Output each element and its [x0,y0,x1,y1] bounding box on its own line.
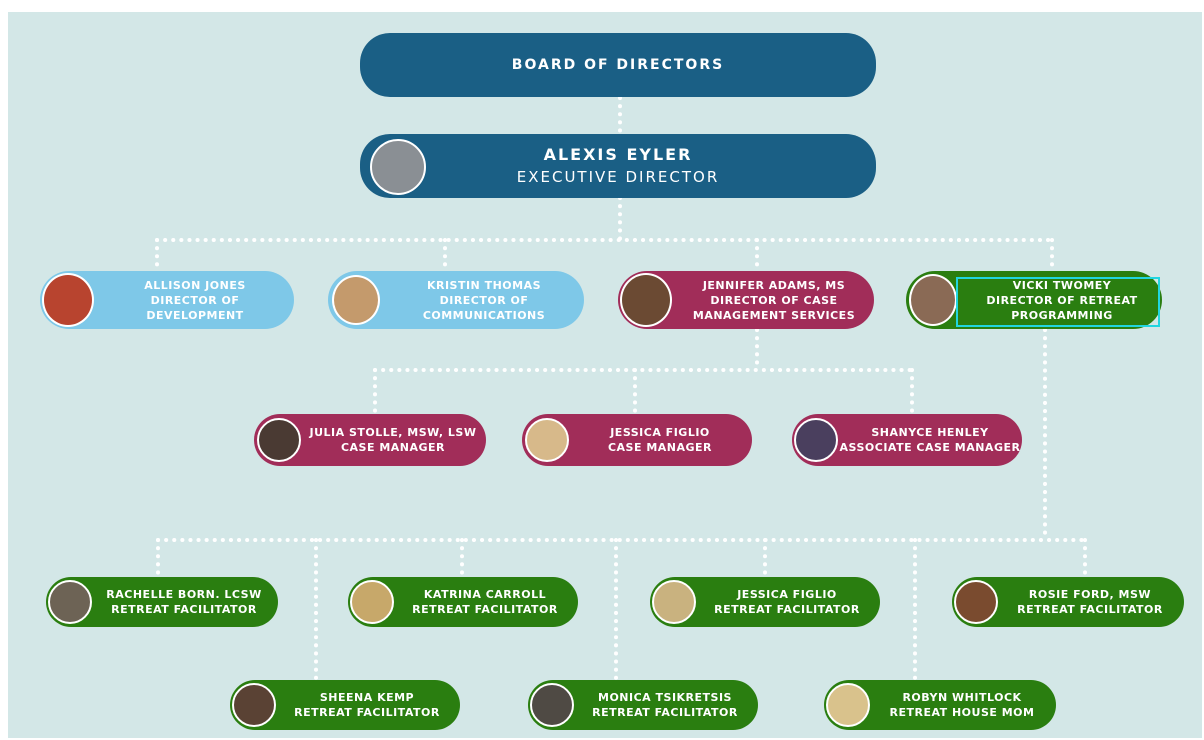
director-name: KRISTIN THOMAS [426,278,542,292]
facilitator-avatar-3 [652,580,696,624]
staff-title: RETREAT FACILITATOR [592,706,738,719]
director-title-line2: MANAGEMENT SERVICES [692,308,856,322]
staff-title: RETREAT FACILITATOR [1017,603,1163,616]
director-title-line1: DIRECTOR OF [150,293,240,307]
director-title-line1: DIRECTOR OF [439,293,529,307]
director-title-line1: DIRECTOR OF CASE [710,293,838,307]
director-name: VICKI TWOMEY [1012,278,1112,292]
board-of-directors-box: BOARD OF DIRECTORS [360,33,876,97]
staff-title: RETREAT FACILITATOR [714,603,860,616]
director-title-line2: COMMUNICATIONS [422,308,546,322]
executive-name: ALEXIS EYLER [543,145,693,164]
staff-name: JESSICA FIGLIO [737,588,837,601]
executive-director-box: ALEXIS EYLER EXECUTIVE DIRECTOR [360,134,876,198]
case-manager-avatar-3 [794,418,838,462]
director-avatar-retreat [909,274,957,326]
staff-title: CASE MANAGER [340,441,446,454]
director-name: JENNIFER ADAMS, MS [702,278,846,292]
executive-title: EXECUTIVE DIRECTOR [516,168,720,186]
staff-name: KATRINA CARROLL [423,588,547,601]
staff-name: JULIA STOLLE, MSW, LSW [309,426,477,439]
staff-title: ASSOCIATE CASE MANAGER [839,441,1021,454]
staff-title: RETREAT FACILITATOR [412,603,558,616]
facilitator-avatar-5 [232,683,276,727]
board-title: BOARD OF DIRECTORS [511,57,725,73]
staff-name: ROSIE FORD, MSW [1028,588,1152,601]
facilitator-avatar-7 [826,683,870,727]
staff-name: RACHELLE BORN. LCSW [106,588,262,601]
director-avatar-development [42,273,94,327]
facilitator-avatar-6 [530,683,574,727]
staff-title: RETREAT HOUSE MOM [889,706,1035,719]
staff-name: JESSICA FIGLIO [610,426,710,439]
staff-name: SHANYCE HENLEY [871,426,989,439]
case-manager-avatar-1 [257,418,301,462]
director-title-line2: PROGRAMMING [1011,308,1113,322]
director-name: ALLISON JONES [144,278,246,292]
facilitator-avatar-2 [350,580,394,624]
staff-name: SHEENA KEMP [319,691,415,704]
staff-title: CASE MANAGER [607,441,713,454]
selection-outline [956,277,1160,327]
staff-name: MONICA TSIKRETSIS [598,691,732,704]
staff-name: ROBYN WHITLOCK [902,691,1022,704]
case-manager-avatar-2 [525,418,569,462]
director-avatar-communications [332,275,380,325]
staff-title: RETREAT FACILITATOR [294,706,440,719]
director-avatar-case-management [620,273,672,327]
director-title-line1: DIRECTOR OF RETREAT [986,293,1138,307]
facilitator-avatar-4 [954,580,998,624]
facilitator-avatar-1 [48,580,92,624]
executive-avatar [370,139,426,195]
director-title-line2: DEVELOPMENT [146,308,244,322]
staff-title: RETREAT FACILITATOR [111,603,257,616]
